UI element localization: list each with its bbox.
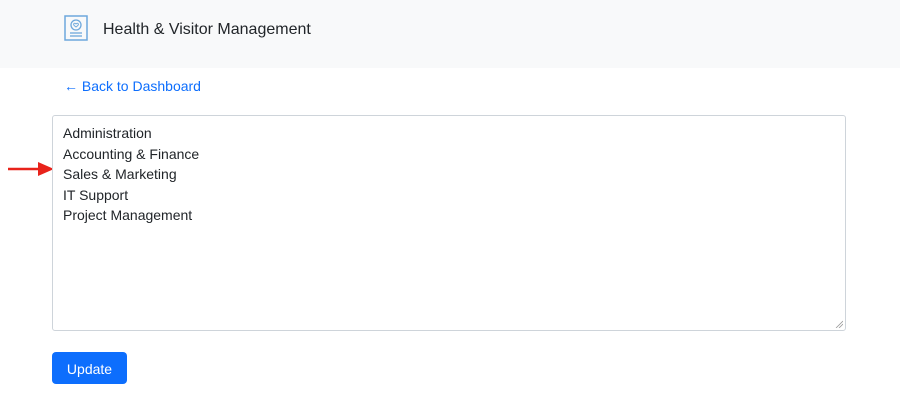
textarea-line-it-support: IT Support (63, 186, 129, 203)
red-arrow-icon (8, 162, 54, 176)
textarea-line-sales-marketing: Sales & Marketing (63, 166, 177, 182)
app-header: Health & Visitor Management (0, 0, 900, 68)
back-to-dashboard-link[interactable]: ← Back to Dashboard (64, 78, 201, 94)
textarea-line-administration: Administration (63, 125, 152, 141)
resize-grip-icon[interactable] (835, 320, 843, 328)
textarea-line-project-management: Project Management (63, 207, 193, 223)
update-button[interactable]: Update (52, 352, 127, 384)
app-title: Health & Visitor Management (103, 21, 311, 38)
health-card-icon (64, 15, 88, 41)
departments-textarea[interactable]: Administration Accounting & Finance Sale… (52, 115, 846, 331)
textarea-line-accounting-finance: Accounting & Finance (63, 145, 200, 162)
